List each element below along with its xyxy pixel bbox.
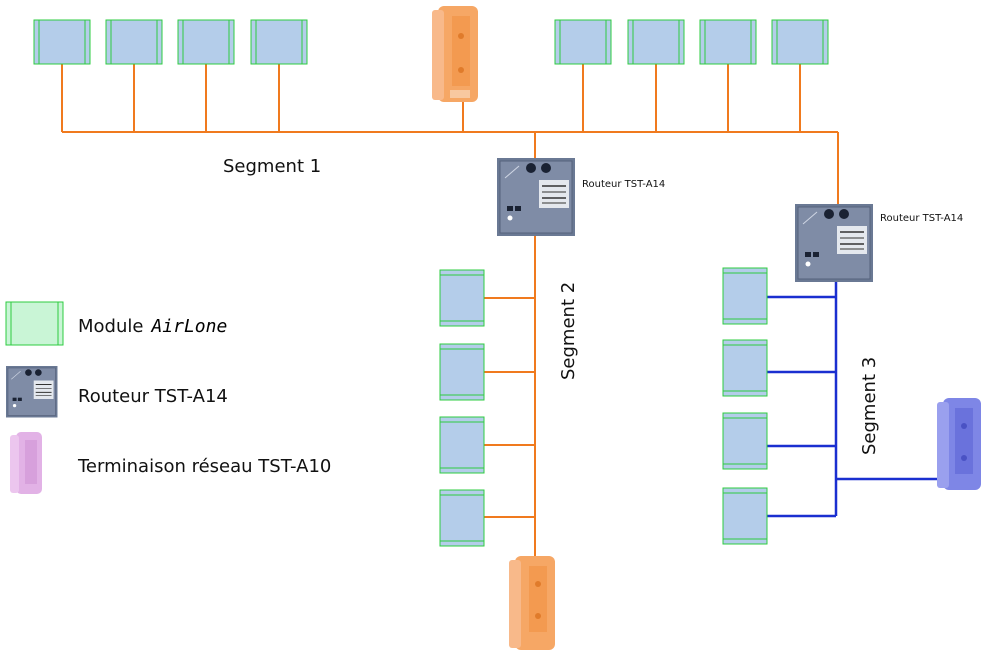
terminator-segment-3 xyxy=(937,398,981,490)
module-airlone xyxy=(722,267,768,325)
module-airlone xyxy=(722,412,768,470)
terminator-segment-1 xyxy=(432,6,478,102)
legend-terminator-label: Terminaison réseau TST-A10 xyxy=(78,456,332,477)
legend-module-icon xyxy=(5,301,64,346)
segment-1-modules xyxy=(33,19,829,65)
segment-2-modules xyxy=(439,269,485,547)
module-airlone xyxy=(439,489,485,547)
module-airlone xyxy=(105,19,163,65)
module-airlone xyxy=(627,19,685,65)
legend-module-label: Module AirLone xyxy=(78,316,227,337)
router-2 xyxy=(794,203,874,283)
router-1 xyxy=(496,157,576,237)
legend-router-label: Routeur TST-A14 xyxy=(78,386,228,407)
router-1-label: Routeur TST-A14 xyxy=(582,179,665,190)
segment-2-bus xyxy=(484,236,536,560)
segment-1-bus xyxy=(61,64,839,205)
segment-3-bus xyxy=(767,278,950,518)
module-airlone xyxy=(439,416,485,474)
segment-1-label: Segment 1 xyxy=(223,156,321,177)
module-airlone xyxy=(722,339,768,397)
module-airlone xyxy=(771,19,829,65)
legend-module-brand: AirLone xyxy=(151,316,228,337)
module-airlone xyxy=(699,19,757,65)
segment-3-label: Segment 3 xyxy=(859,357,880,455)
module-airlone xyxy=(554,19,612,65)
legend-module-prefix: Module xyxy=(78,316,144,337)
segment-2-label: Segment 2 xyxy=(558,282,579,380)
legend-router-icon xyxy=(5,365,58,418)
module-airlone xyxy=(177,19,235,65)
module-airlone xyxy=(439,343,485,401)
module-airlone xyxy=(250,19,308,65)
module-airlone xyxy=(439,269,485,327)
legend-terminator-icon xyxy=(10,432,42,494)
terminator-segment-2 xyxy=(509,556,555,650)
module-airlone xyxy=(33,19,91,65)
router-2-label: Routeur TST-A14 xyxy=(880,213,963,224)
segment-3-modules xyxy=(722,267,768,545)
module-airlone xyxy=(722,487,768,545)
